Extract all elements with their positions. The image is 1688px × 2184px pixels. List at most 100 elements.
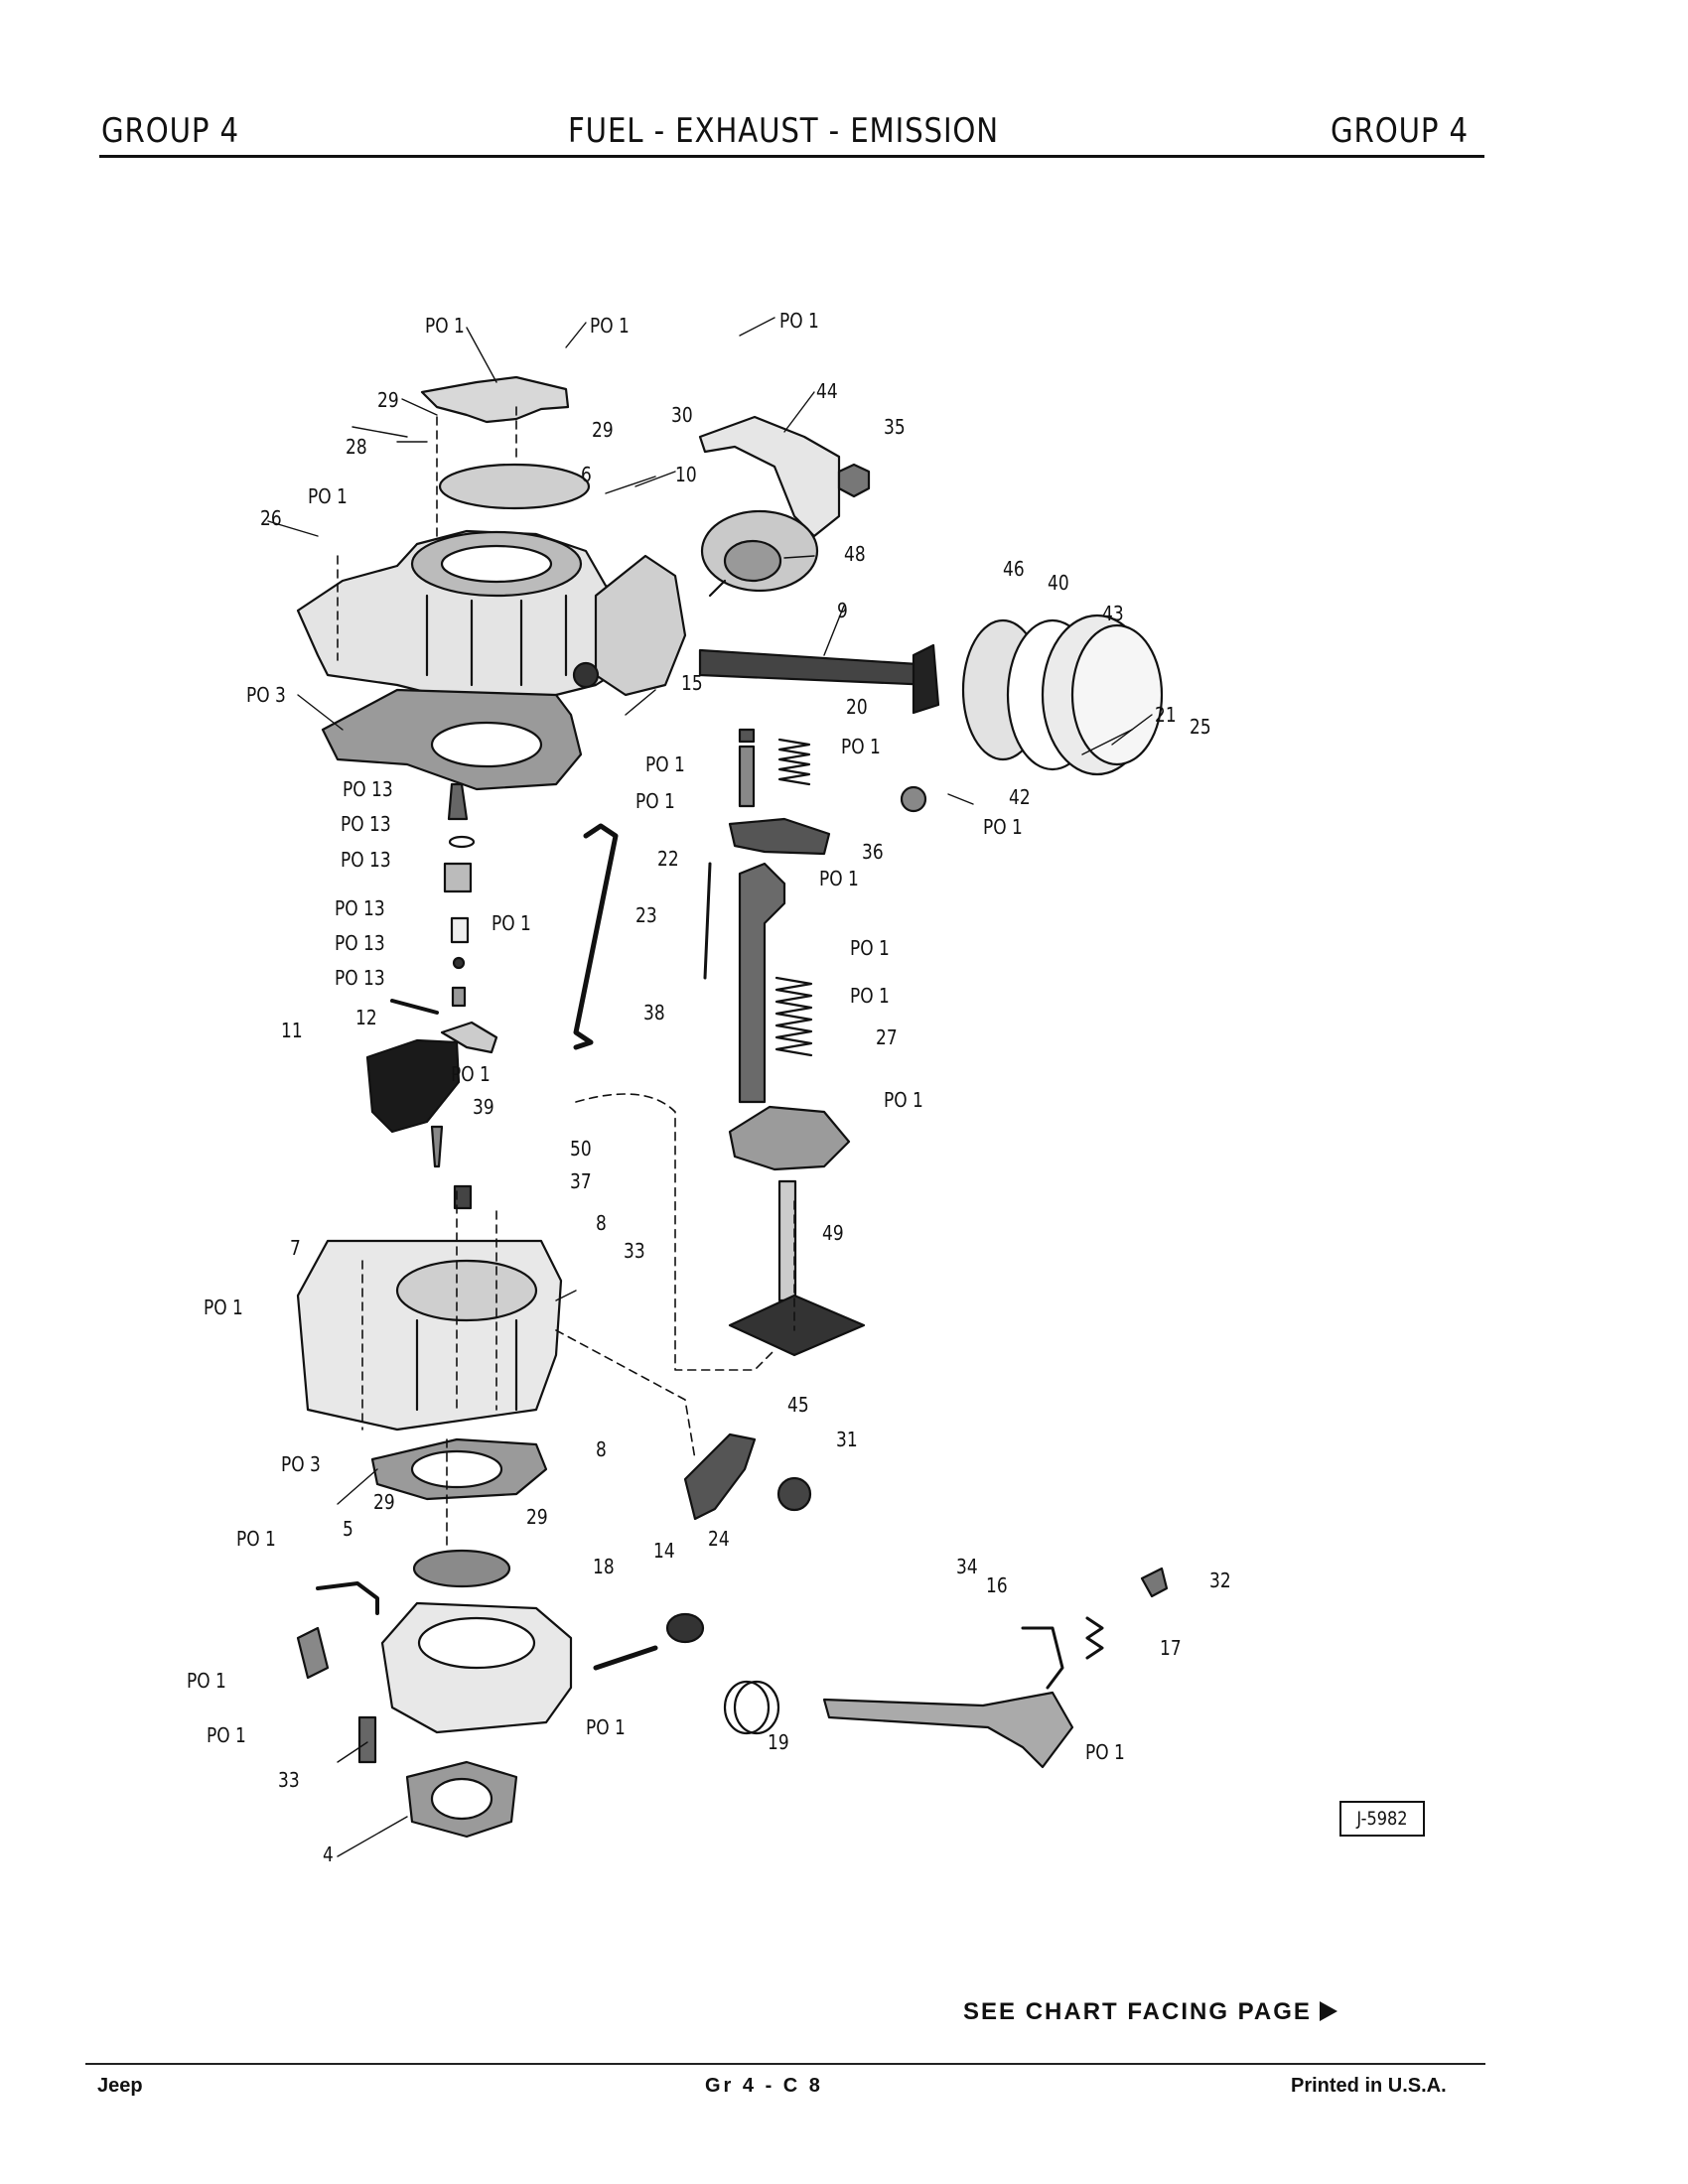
- callout-label: 36: [862, 840, 884, 864]
- callout-label: PO 1: [635, 789, 675, 813]
- callout-label: PO 13: [335, 966, 385, 990]
- callout-label: 33: [624, 1239, 645, 1263]
- spring-lower: [774, 976, 813, 1057]
- callout-label: 44: [816, 379, 838, 403]
- callout-label: 39: [473, 1095, 494, 1119]
- callout-label: 8: [596, 1211, 607, 1235]
- callout-label: 29: [373, 1490, 395, 1514]
- plate-6: [438, 463, 591, 510]
- callout-label: 7: [290, 1236, 301, 1260]
- see-chart-note: SEE CHART FACING PAGE: [963, 1998, 1337, 2026]
- callout-label: 9: [837, 599, 848, 622]
- callout-label: 38: [643, 1001, 665, 1024]
- callout-label: 23: [635, 903, 657, 927]
- callout-label: 37: [570, 1169, 592, 1193]
- callout-label: PO 1: [207, 1723, 246, 1747]
- callout-label: 29: [526, 1505, 548, 1529]
- callout-label: PO 13: [335, 896, 385, 920]
- callout-label: 19: [768, 1730, 789, 1754]
- spring-upper: [777, 738, 811, 786]
- callout-label: 27: [876, 1025, 898, 1049]
- callout-label: PO 1: [850, 936, 890, 960]
- arm-38: [738, 862, 786, 1104]
- callout-label: 15: [681, 671, 703, 695]
- callout-label: PO 1: [451, 1062, 491, 1086]
- footer-rule: [85, 2063, 1485, 2065]
- callout-label: 29: [377, 388, 399, 412]
- callout-label: PO 1: [590, 314, 630, 338]
- callout-label: 8: [596, 1437, 607, 1461]
- header-rule: [99, 155, 1484, 158]
- callout-label: PO 13: [335, 931, 385, 955]
- callout-label: PO 1: [645, 752, 685, 776]
- vacuum-housing: [594, 554, 687, 697]
- callout-label: 12: [355, 1006, 377, 1029]
- callout-label: 43: [1102, 602, 1124, 625]
- callout-label: PO 1: [204, 1296, 243, 1319]
- callout-label: PO 1: [841, 735, 881, 758]
- float-11: [365, 1038, 461, 1134]
- callout-label: 29: [592, 418, 614, 442]
- callout-label: 22: [657, 847, 679, 871]
- callout-label: 30: [671, 403, 693, 427]
- callout-label: 10: [675, 463, 697, 486]
- rod-23: [703, 862, 712, 980]
- callout-label: 48: [844, 542, 866, 566]
- callout-label: 26: [260, 506, 282, 530]
- callout-label: PO 13: [341, 848, 391, 872]
- callout-label: PO 1: [187, 1669, 226, 1693]
- callout-label: PO 1: [884, 1088, 923, 1112]
- callout-label: 11: [281, 1019, 303, 1042]
- callout-label: PO 1: [850, 984, 890, 1008]
- callout-label: 21: [1155, 703, 1177, 727]
- callout-label: 20: [846, 695, 868, 719]
- figure-id-box: J-5982: [1339, 1801, 1425, 1837]
- callout-label: PO 1: [492, 911, 531, 935]
- callout-label: PO 3: [246, 683, 286, 707]
- callout-label: 34: [956, 1555, 978, 1578]
- callout-label: 42: [1009, 785, 1031, 809]
- callout-label: 31: [836, 1428, 858, 1451]
- callout-label: PO 1: [308, 484, 348, 508]
- callout-label: PO 1: [1085, 1740, 1125, 1764]
- callout-label: 40: [1048, 571, 1069, 595]
- callout-label: 28: [346, 435, 367, 459]
- callout-label: 33: [278, 1768, 300, 1792]
- callout-label: 35: [884, 415, 906, 439]
- callout-label: 18: [593, 1555, 615, 1578]
- choke-shaft-9: [698, 648, 935, 687]
- callout-label: 50: [570, 1137, 592, 1160]
- callout-label: 32: [1209, 1569, 1231, 1592]
- callout-label: 25: [1190, 715, 1211, 739]
- callout-label: PO 1: [586, 1715, 626, 1739]
- header-group-left: GROUP 4: [101, 111, 239, 151]
- header-title: FUEL - EXHAUST - EMISSION: [568, 111, 1000, 151]
- throttle-lever: [822, 1691, 1074, 1769]
- lever-45: [683, 1433, 757, 1521]
- callout-label: 5: [343, 1517, 353, 1541]
- cover-plate: [420, 375, 570, 424]
- callout-label: 46: [1003, 557, 1025, 581]
- footer-printed: Printed in U.S.A.: [1291, 2075, 1447, 2097]
- callout-label: PO 1: [425, 314, 465, 338]
- link-rod: [573, 823, 619, 1050]
- callout-label: 24: [708, 1527, 730, 1551]
- callout-label: PO 1: [819, 867, 859, 890]
- callout-label: PO 3: [281, 1452, 321, 1476]
- arrow-right-icon: [1319, 2001, 1337, 2021]
- callout-label: PO 13: [341, 812, 391, 836]
- callout-label: 4: [323, 1843, 334, 1866]
- callout-label: PO 1: [983, 815, 1023, 839]
- callout-label: 16: [986, 1573, 1008, 1597]
- lever-36: [728, 817, 831, 856]
- callout-label: PO 1: [236, 1527, 276, 1551]
- callout-label: 6: [581, 463, 592, 486]
- callout-label: PO 13: [343, 777, 393, 801]
- callout-label: PO 1: [779, 309, 819, 333]
- header-group-right: GROUP 4: [1331, 111, 1469, 151]
- footer-page-number: Gr 4 - C 8: [705, 2075, 823, 2097]
- piston-housing: [728, 1105, 851, 1171]
- callout-label: 17: [1160, 1636, 1182, 1660]
- footer-brand: Jeep: [97, 2075, 143, 2097]
